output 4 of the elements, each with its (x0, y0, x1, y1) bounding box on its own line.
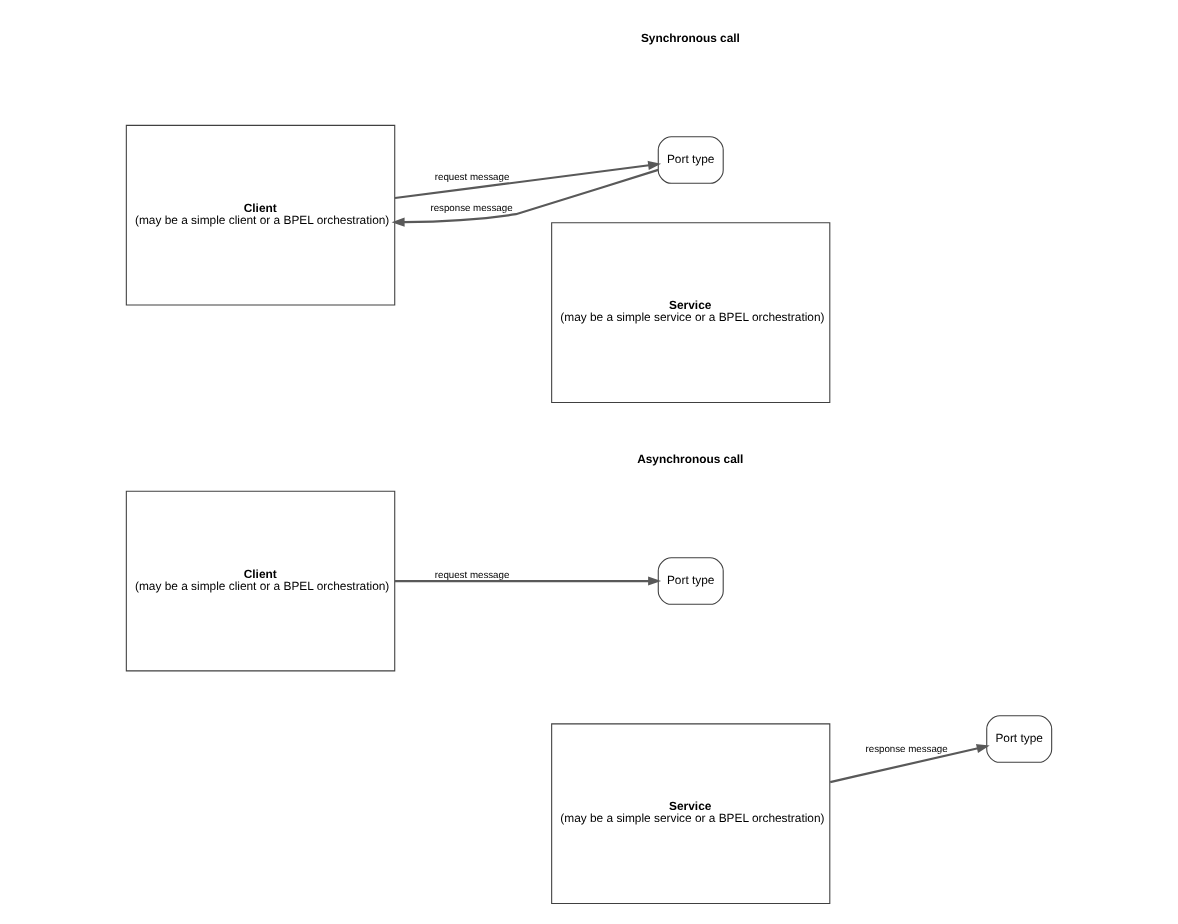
arrow (394, 160, 662, 200)
arrow (395, 576, 662, 586)
arrow (829, 744, 990, 784)
arrow (391, 168, 659, 227)
